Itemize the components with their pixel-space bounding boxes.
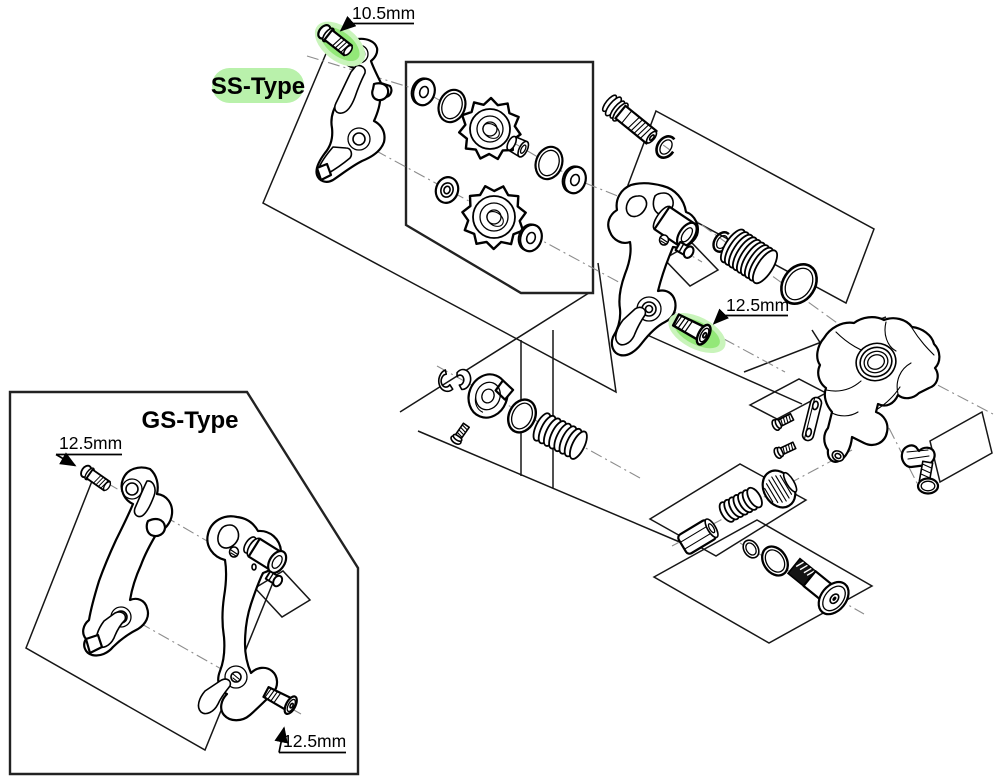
o-ring-large [761, 545, 789, 577]
upper-jockey-pulley [458, 96, 522, 161]
callout-arrow [712, 308, 730, 325]
pulley-assembly [407, 74, 591, 256]
callout-arrow [55, 452, 77, 467]
dim-label-gs-lower: 12.5mm [283, 731, 346, 751]
link-plate [801, 396, 823, 442]
gs-outer-cage-plate [82, 466, 174, 657]
cam-group-slab [399, 290, 683, 544]
gs-inner-cage-plate [197, 515, 288, 722]
mounting-bolt [786, 557, 850, 616]
dim-label-ss-lower: 12.5mm [726, 295, 789, 315]
b-axle-bolt [601, 94, 658, 145]
ss-callouts: 10.5mm 12.5mm SS-Type [211, 3, 789, 354]
cable-bolt-group-box [929, 410, 993, 484]
tension-spring [719, 228, 779, 285]
pivot-assembly [601, 94, 818, 305]
spring-cover-ring [780, 263, 818, 305]
cage-stopper-plate [467, 373, 515, 419]
ss-outer-cage-plate [315, 37, 393, 183]
hex-barrel [677, 518, 719, 555]
gs-type-label: GS-Type [142, 407, 239, 434]
limit-screw [771, 439, 798, 461]
lower-jockey-pulley [461, 185, 527, 251]
ss-type-highlight [212, 68, 304, 103]
dim-label-gs-upper: 12.5mm [59, 433, 122, 453]
cable-fixing-group [900, 444, 940, 495]
stopper-screw [448, 421, 472, 447]
dim-label-ss-upper: 10.5mm [352, 3, 415, 23]
adjuster-spring [718, 486, 763, 523]
limit-screw [769, 411, 796, 433]
derailleur-body [816, 316, 941, 463]
cable-fixing-bolt [916, 460, 940, 495]
callout-arrow [274, 726, 288, 753]
u-clip [437, 368, 472, 393]
stopper-assembly [437, 368, 588, 460]
cage-boss [652, 205, 698, 248]
ss-group-box [262, 36, 617, 394]
hub-washer [434, 176, 460, 204]
bolt-group-box [652, 519, 874, 644]
ss-type-label: SS-Type [211, 73, 305, 100]
inner-assembly-group-box [627, 109, 875, 305]
limit-screw-group [769, 396, 823, 461]
gs-type-inset: 12.5mm 12.5mm GS-Type [8, 390, 360, 776]
o-ring [507, 398, 537, 434]
mounting-bolt-assembly [742, 539, 850, 616]
stopper-spring [532, 412, 588, 460]
barrel-adjuster-knob [761, 469, 798, 509]
bushing [506, 135, 530, 158]
barrel-adjuster-assembly [677, 469, 798, 555]
o-ring-small [742, 539, 760, 559]
callout-arrow [339, 15, 357, 32]
ss-inner-cage-plate [607, 182, 699, 357]
p-axle-hole [831, 450, 845, 462]
